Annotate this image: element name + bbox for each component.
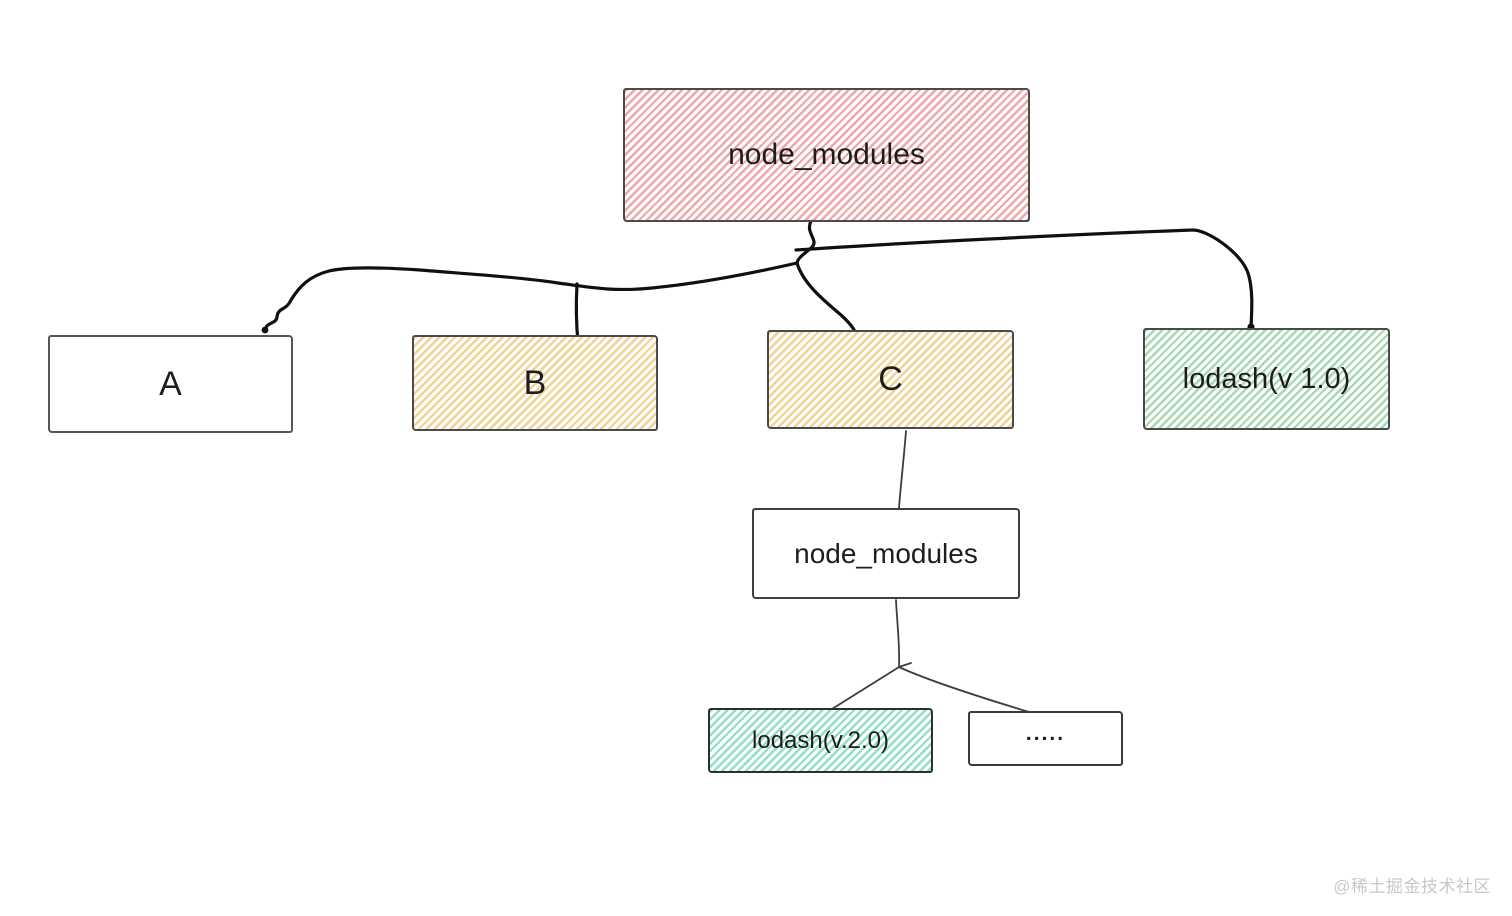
edge-root-b [574, 282, 580, 344]
edge-inner-junction [895, 599, 901, 668]
node-package-a: A [48, 335, 293, 433]
watermark: @稀土掘金技术社区 [1333, 877, 1491, 896]
edge-junction-nub [898, 662, 912, 668]
node-inner-label: node_modules [794, 537, 978, 569]
edge-root-a [263, 261, 799, 333]
node-lodash-v2-label: lodash(v.2.0) [752, 726, 889, 754]
node-lodash-v1: lodash(v 1.0) [1143, 328, 1390, 430]
edge-root-stem [795, 219, 816, 265]
edge-inner-ellipsis [898, 666, 1030, 713]
node-package-c: C [767, 330, 1014, 429]
node-a-label: A [159, 364, 182, 403]
edge-endpoint-a [261, 326, 269, 334]
edge-inner-lodash2 [823, 666, 900, 715]
node-inner-node-modules: node_modules [752, 508, 1020, 599]
edge-c-inner [898, 430, 907, 509]
node-lodash-v2: lodash(v.2.0) [708, 708, 933, 773]
node-ellipsis: ..... [968, 711, 1123, 766]
node-c-label: C [878, 360, 903, 398]
node-package-b: B [412, 335, 658, 431]
node-root-label: node_modules [728, 138, 925, 171]
node-ellipsis-label: ..... [1025, 721, 1066, 745]
node-b-label: B [523, 363, 547, 402]
node-root-node-modules: node_modules [623, 88, 1030, 222]
edge-root-lodash1 [794, 228, 1254, 330]
node-lodash-v1-label: lodash(v 1.0) [1182, 362, 1351, 395]
